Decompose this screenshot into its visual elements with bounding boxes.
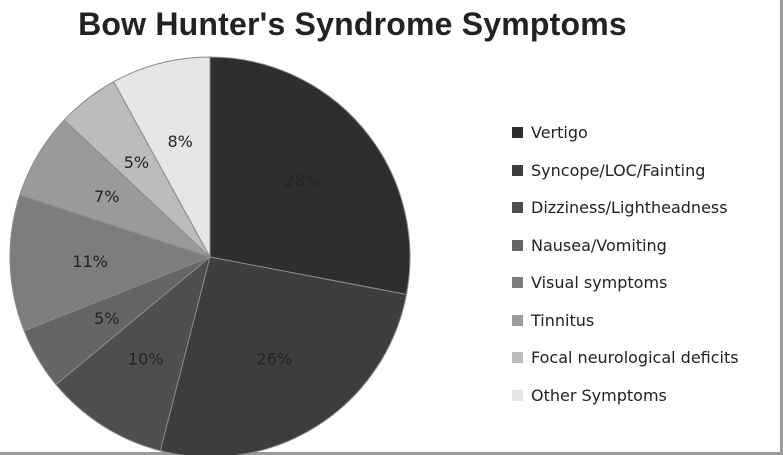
pie-slice-4 <box>9 194 212 332</box>
slice-label-6: 5% <box>124 153 149 172</box>
slice-label-1: 26% <box>257 349 293 368</box>
pie-slice-7 <box>112 56 211 258</box>
pie-slice-0 <box>209 56 411 296</box>
slice-label-5: 7% <box>94 187 119 206</box>
legend-item: Focal neurological deficits <box>512 339 739 377</box>
legend-item: Nausea/Vomiting <box>512 227 739 265</box>
legend-item: Vertigo <box>512 114 739 152</box>
legend-swatch <box>512 239 523 251</box>
legend-label: Nausea/Vomiting <box>531 235 667 255</box>
legend-label: Other Symptoms <box>531 385 667 405</box>
pie-slice-2 <box>55 255 211 452</box>
legend-label: Tinnitus <box>531 310 595 330</box>
legend-item: Other Symptoms <box>512 377 739 415</box>
legend-swatch <box>512 352 523 364</box>
slice-label-2: 10% <box>128 349 164 368</box>
legend-swatch <box>512 202 523 214</box>
legend-item: Visual symptoms <box>512 264 739 302</box>
legend-swatch <box>512 277 523 289</box>
legend-label: Focal neurological deficits <box>531 348 739 368</box>
legend-swatch <box>512 127 523 139</box>
legend-label: Visual symptoms <box>531 273 668 293</box>
chart-title: Bow Hunter's Syndrome Symptoms <box>78 6 627 42</box>
slice-label-0: 28% <box>285 172 321 191</box>
legend-swatch <box>512 389 523 401</box>
legend-label: Dizziness/Lightheadness <box>531 198 728 218</box>
pie-slice-1 <box>159 256 408 455</box>
legend-swatch <box>512 314 523 326</box>
legend-label: Vertigo <box>531 123 588 143</box>
slice-label-3: 5% <box>94 309 119 328</box>
legend-label: Syncope/LOC/Fainting <box>531 160 706 180</box>
legend-item: Tinnitus <box>512 302 739 340</box>
slice-label-4: 11% <box>72 252 108 271</box>
legend-item: Dizziness/Lightheadness <box>512 189 739 227</box>
slice-label-7: 8% <box>167 132 192 151</box>
legend-swatch <box>512 164 523 176</box>
legend-item: Syncope/LOC/Fainting <box>512 152 739 190</box>
